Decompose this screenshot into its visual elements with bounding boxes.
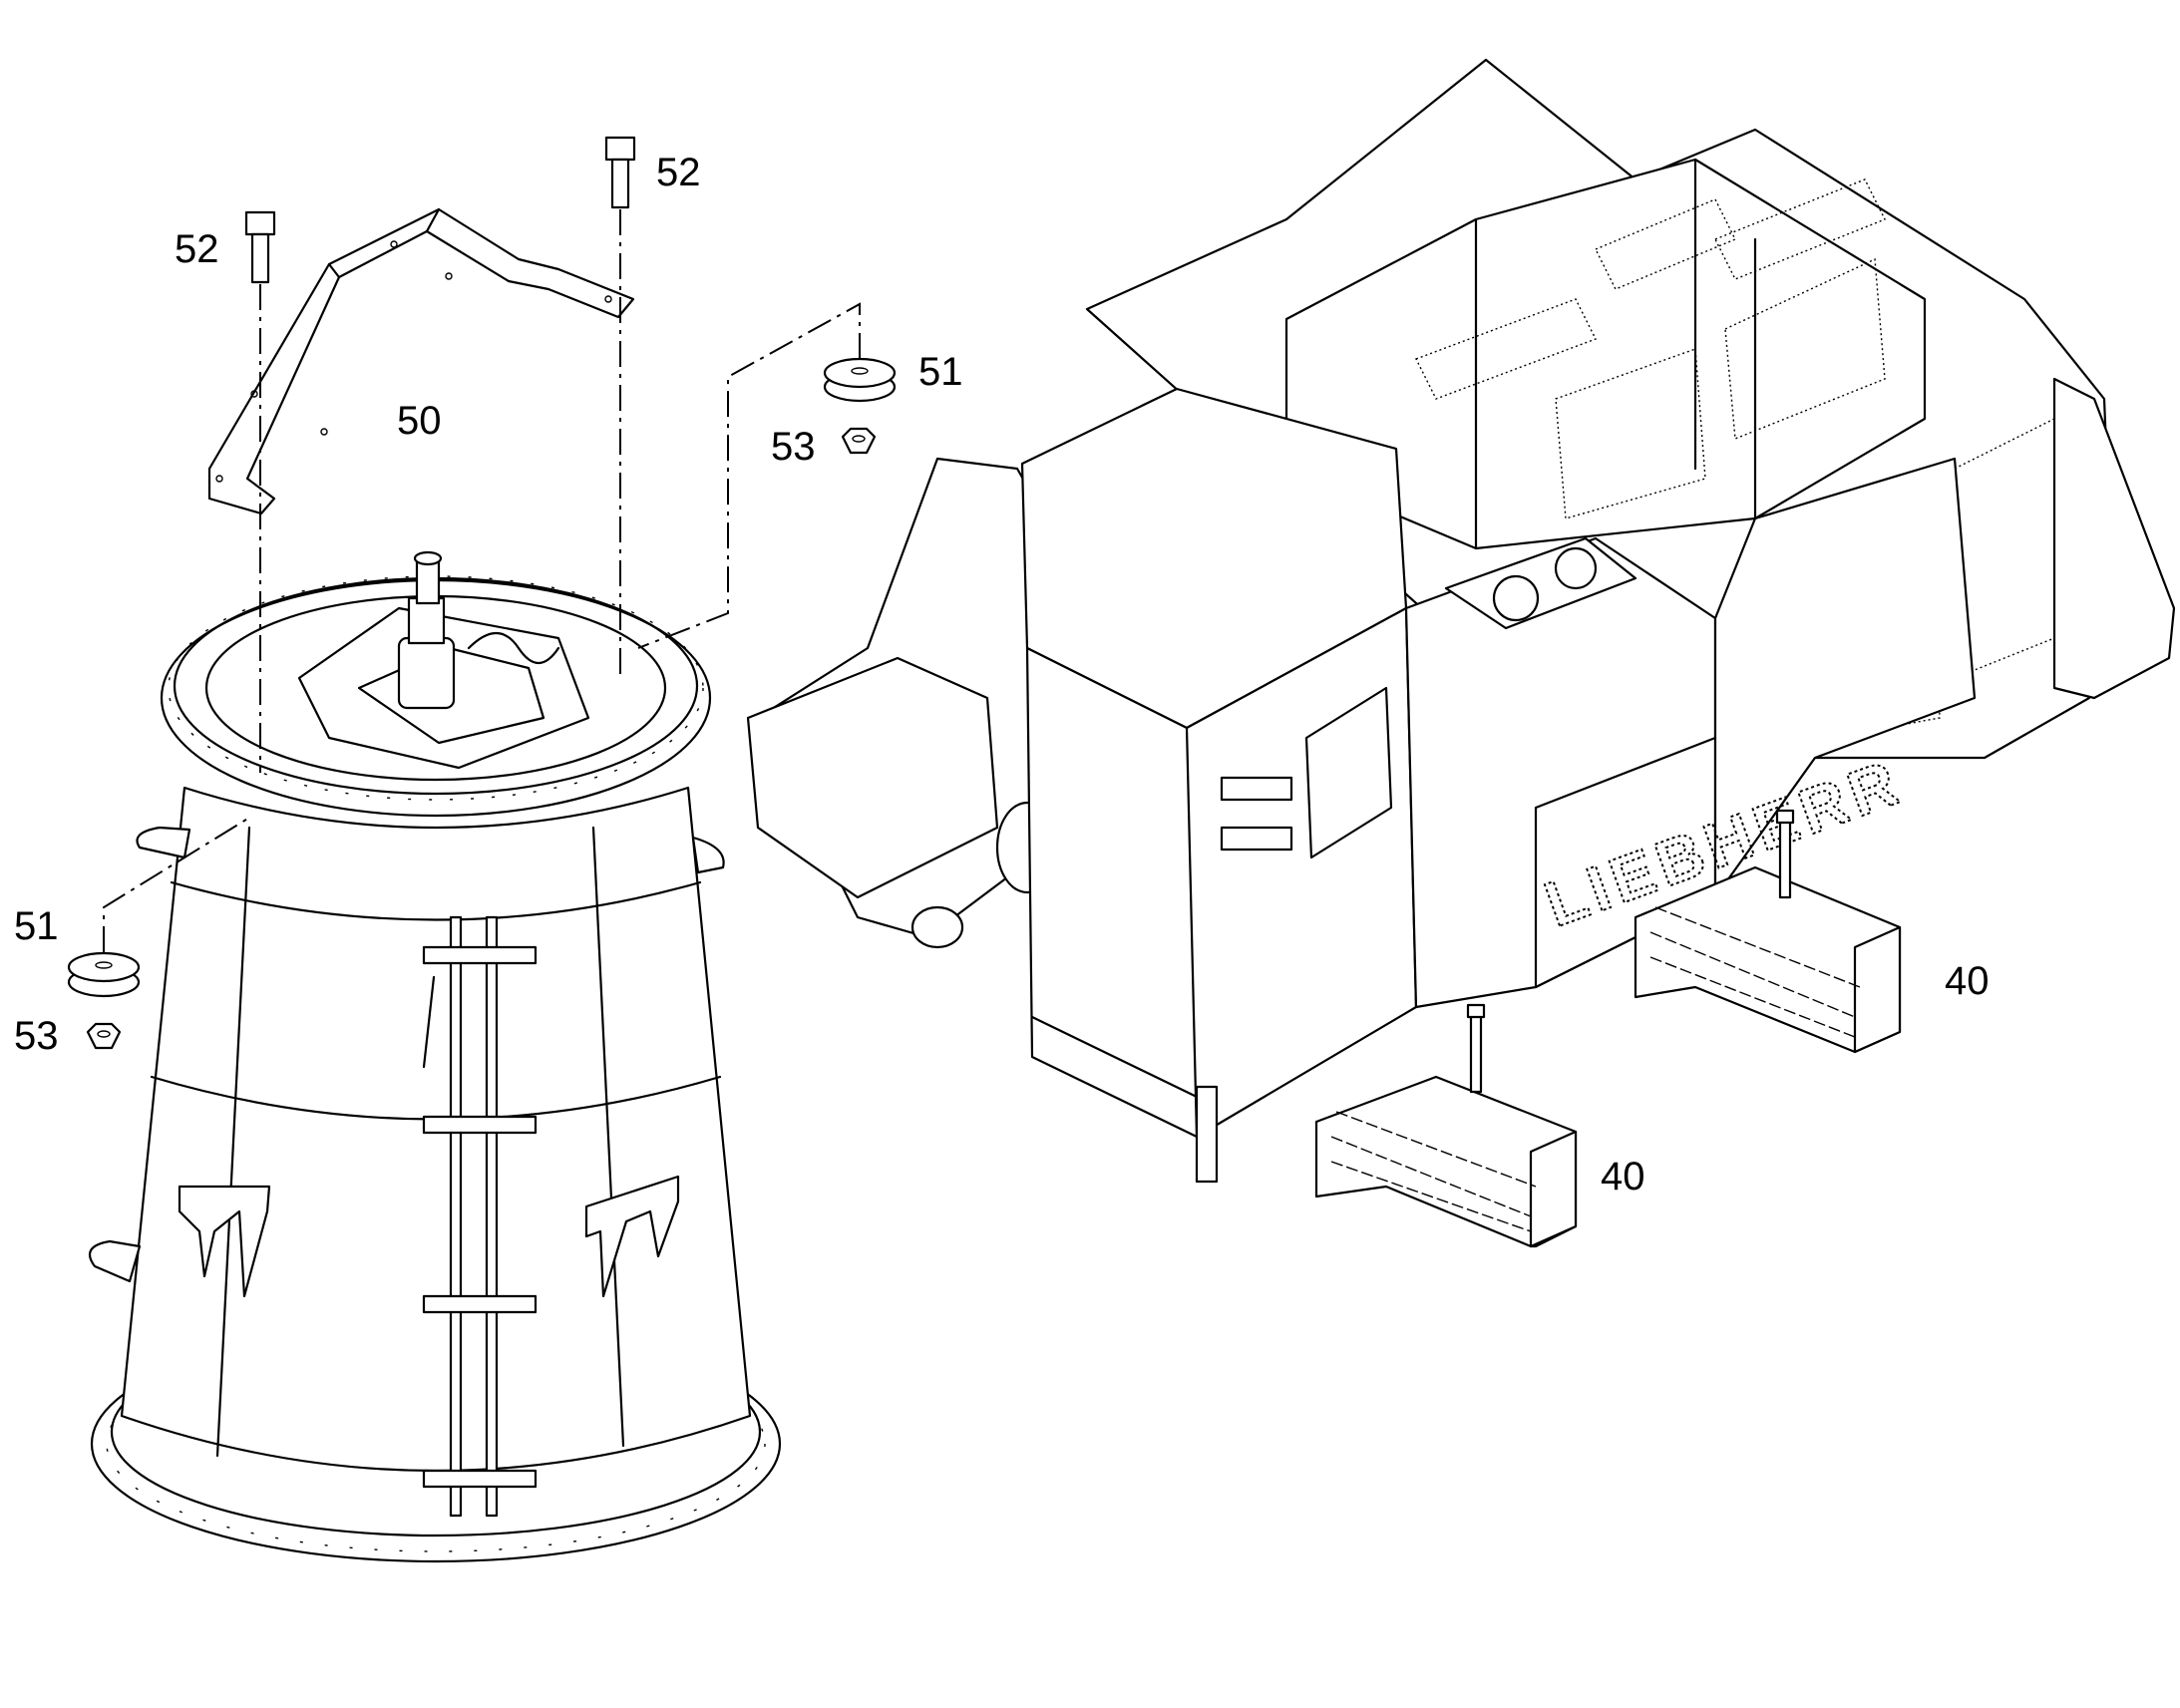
- hex-bolt-left: [244, 210, 276, 284]
- conical-pedestal: [88, 550, 782, 1563]
- callout-51-left: 51: [14, 904, 59, 948]
- callout-40-rear: 40: [1945, 959, 1990, 1003]
- callout-40-front: 40: [1601, 1155, 1645, 1198]
- callout-52-left: 52: [175, 227, 219, 271]
- hex-nut-right: [841, 427, 877, 455]
- callout-labels: 50 51 51 52 52 53 53 40 40: [14, 151, 1990, 1198]
- support-block-front: [1314, 1003, 1578, 1248]
- callout-51-right: 51: [918, 350, 963, 394]
- rubber-buffer-right: [823, 357, 897, 403]
- assembly-centerlines: [103, 209, 861, 952]
- callout-53-left: 53: [14, 1014, 59, 1058]
- machine-upper-carriage: LIEBHERR: [746, 58, 2176, 1184]
- callout-50: 50: [397, 399, 442, 443]
- rubber-buffer-left: [67, 951, 141, 998]
- callout-52-right: 52: [656, 151, 701, 194]
- ladder-clamp: [422, 945, 538, 1489]
- callout-53-right: 53: [771, 425, 816, 469]
- hex-nut-left: [86, 1022, 122, 1050]
- support-block-rear: [1634, 809, 1902, 1054]
- ladder-bracket: [207, 207, 635, 515]
- hex-bolt-right: [604, 136, 636, 209]
